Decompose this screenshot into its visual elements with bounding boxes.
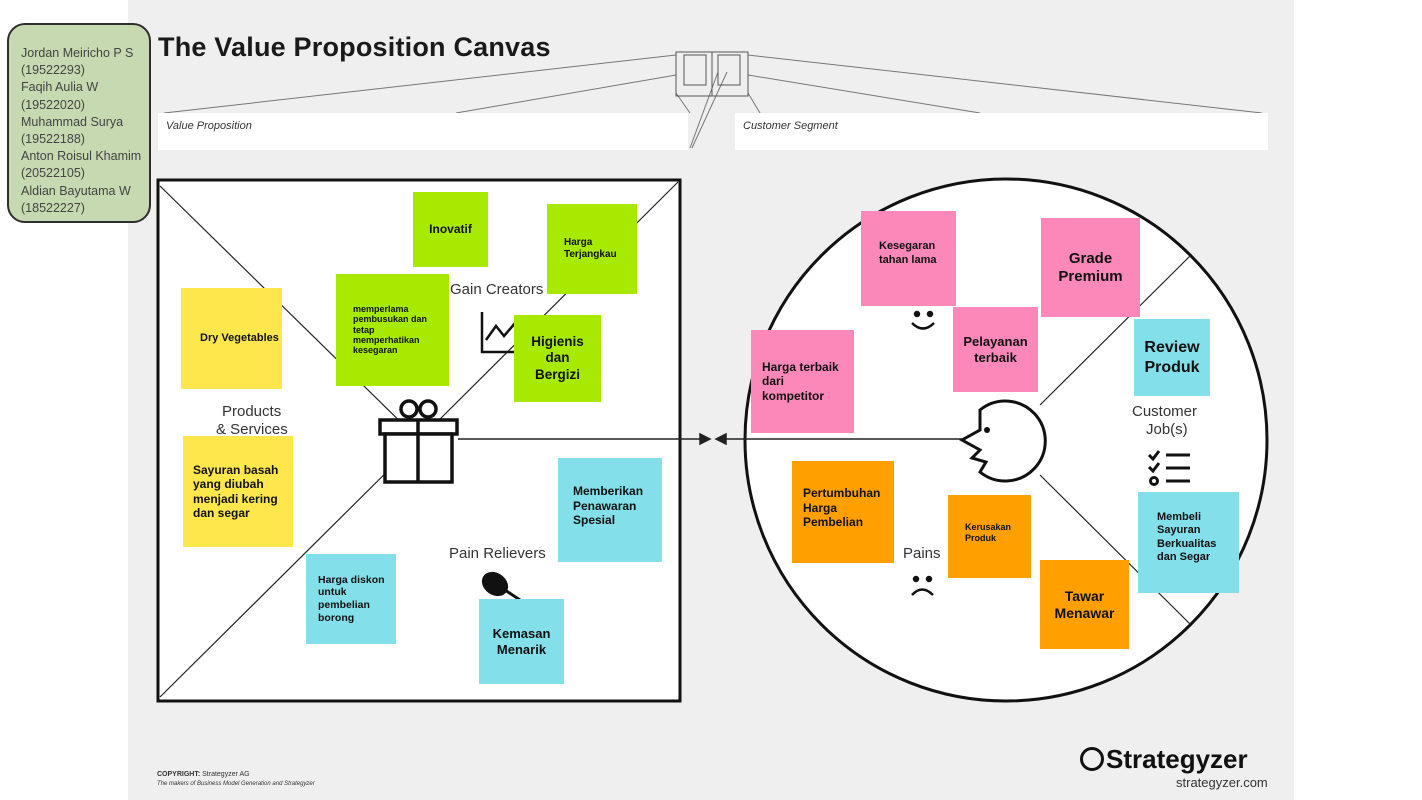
sticky-note-pelayanan[interactable]: Pelayanan terbaik bbox=[953, 307, 1038, 392]
sticky-note-kerusakan-produk[interactable]: Kerusakan Produk bbox=[948, 495, 1031, 578]
sticky-note-kesegaran[interactable]: Kesegaran tahan lama bbox=[861, 211, 956, 306]
checklist-icon bbox=[1147, 450, 1190, 486]
customer-face-icon bbox=[958, 399, 1047, 483]
sticky-note-tawar-menawar[interactable]: Tawar Menawar bbox=[1040, 560, 1129, 649]
customer-jobs-label-2: Job(s) bbox=[1146, 421, 1188, 438]
sticky-note-pertumbuhan-harga[interactable]: Pertumbuhan Harga Pembelian bbox=[792, 461, 894, 563]
member-name: Jordan Meiricho P S bbox=[21, 46, 134, 60]
sticky-note-harga-diskon[interactable]: Harga diskon untuk pembelian borong bbox=[306, 554, 396, 644]
strategyzer-brand: Strategyzer bbox=[1106, 744, 1248, 774]
sticky-note-penawaran-spesial[interactable]: Memberikan Penawaran Spesial bbox=[558, 458, 662, 562]
customer-segment-band: Customer Segment bbox=[735, 113, 1268, 150]
sticky-note-harga-terjangkau[interactable]: Harga Terjangkau bbox=[547, 204, 637, 294]
pain-relievers-label: Pain Relievers bbox=[449, 545, 546, 562]
sticky-note-harga-terbaik[interactable]: Harga terbaik dari kompetitor bbox=[751, 330, 854, 433]
sticky-note-review-produk[interactable]: Review Produk bbox=[1134, 319, 1210, 396]
sticky-note-memperlama[interactable]: memperlama pembusukan dan tetap memperha… bbox=[336, 274, 449, 386]
gift-icon bbox=[378, 399, 459, 484]
member-id: (19522293) bbox=[21, 63, 85, 78]
sticky-note-kemasan-menarik[interactable]: Kemasan Menarik bbox=[479, 599, 564, 684]
customer-jobs-label-1: Customer bbox=[1132, 403, 1198, 420]
member-id: (19522188) bbox=[21, 132, 85, 147]
sticky-note-membeli-sayuran[interactable]: Membeli Sayuran Berkualitas dan Segar bbox=[1138, 492, 1239, 593]
copyright-owner: Strategyzer AG bbox=[202, 771, 250, 778]
team-members-box: Jordan Meiricho P S (19522293) Faqih Aul… bbox=[7, 23, 151, 223]
products-services-label-2: & Services bbox=[216, 421, 288, 438]
strategyzer-logo: Strategyzer bbox=[1080, 744, 1248, 775]
sticky-note-higienis[interactable]: Higienis dan Bergizi bbox=[514, 315, 601, 402]
strategyzer-url[interactable]: strategyzer.com bbox=[1176, 775, 1268, 790]
pains-label: Pains bbox=[903, 545, 941, 562]
pill-icon bbox=[481, 571, 521, 602]
page-title: The Value Proposition Canvas bbox=[158, 32, 551, 62]
member-name: Muhammad Surya bbox=[21, 114, 124, 129]
mini-canvas-icon bbox=[675, 51, 749, 97]
frown-icon bbox=[911, 575, 934, 596]
copyright-block: COPYRIGHT: Strategyzer AG The makers of … bbox=[157, 771, 315, 787]
copyright-tagline: The makers of Business Model Generation … bbox=[157, 781, 315, 787]
member-id: (20522105) bbox=[21, 166, 85, 181]
sticky-note-inovatif[interactable]: Inovatif bbox=[413, 192, 488, 267]
member-name: Aldian Bayutama W bbox=[21, 183, 131, 198]
member-name: Anton Roisul Khamim bbox=[21, 149, 142, 164]
fit-arrows bbox=[458, 432, 962, 446]
sticky-note-grade-premium[interactable]: Grade Premium bbox=[1041, 218, 1140, 317]
copyright-label: COPYRIGHT: bbox=[157, 771, 201, 778]
member-id: (19522020) bbox=[21, 97, 85, 112]
chart-icon bbox=[480, 312, 518, 354]
products-services-label-1: Products bbox=[222, 403, 282, 420]
value-proposition-band: Value Proposition bbox=[158, 113, 688, 150]
gain-creators-label: Gain Creators bbox=[450, 281, 544, 298]
strategyzer-logo-icon bbox=[1080, 747, 1104, 771]
smile-icon bbox=[911, 310, 935, 330]
member-name: Faqih Aulia W bbox=[21, 80, 99, 95]
member-id: (18522227) bbox=[21, 200, 85, 215]
perspective-lines bbox=[163, 54, 1263, 149]
sticky-note-dry-vegetables[interactable]: Dry Vegetables bbox=[181, 288, 282, 389]
sticky-note-sayuran-basah[interactable]: Sayuran basah yang diubah menjadi kering… bbox=[183, 436, 293, 547]
